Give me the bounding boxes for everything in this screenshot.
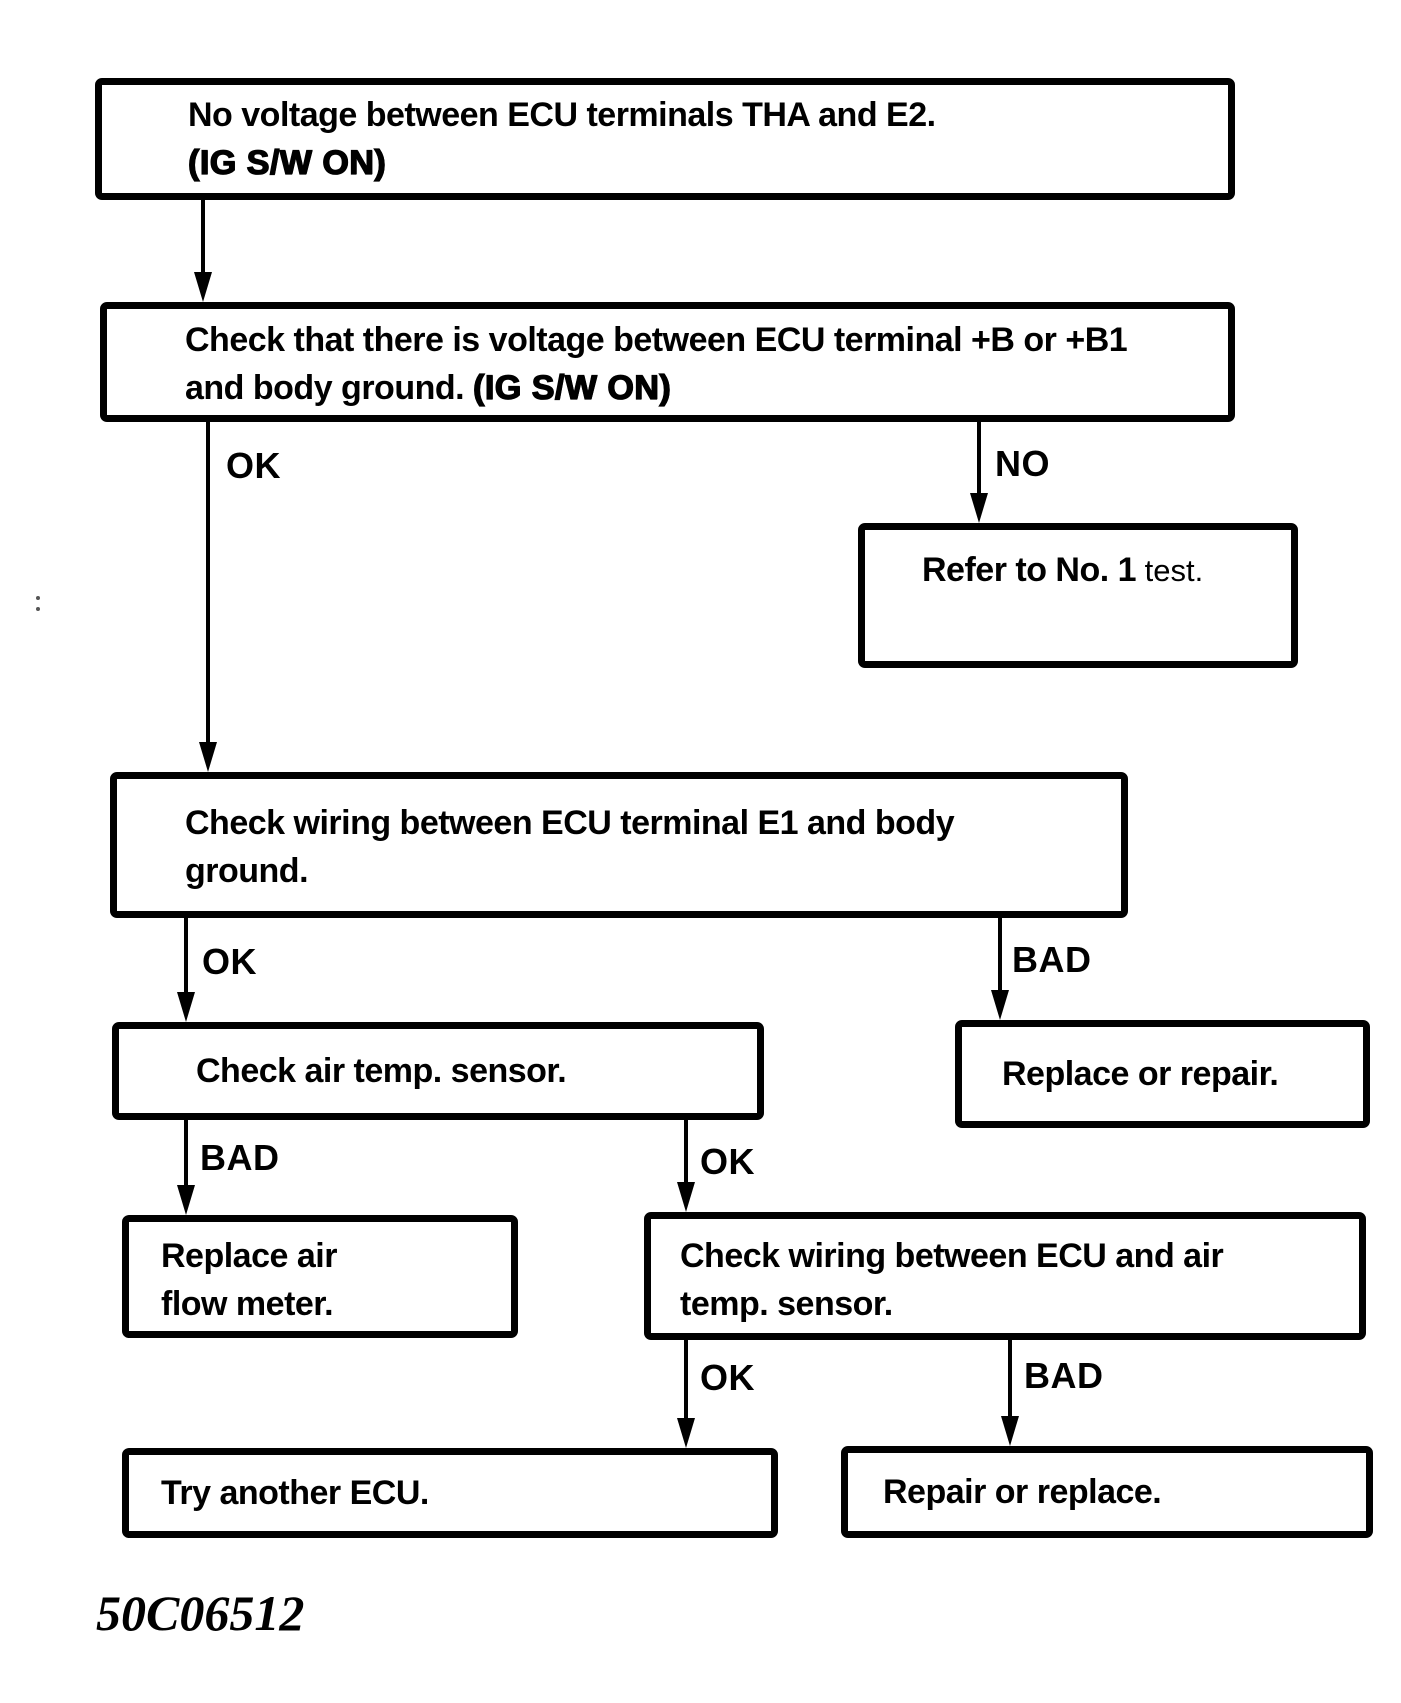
connector-line [977, 422, 981, 493]
flow-box-refer-test: Refer to No. 1 test. [858, 523, 1298, 668]
edge-label-ok: OK [700, 1141, 755, 1182]
arrow-down-icon [177, 992, 195, 1022]
flow-box-check-air-temp: Check air temp. sensor. [112, 1022, 764, 1120]
arrow-down-icon [1001, 1416, 1019, 1446]
flow-box-replace-air-flow-line1: Replace air [161, 1237, 337, 1275]
flow-box-try-another-ecu: Try another ECU. [122, 1448, 778, 1538]
edge-label-ok: OK [226, 445, 281, 486]
flow-box-check-wiring-e1-line1: Check wiring between ECU terminal E1 and… [185, 804, 955, 842]
flow-box-check-wiring-air: Check wiring between ECU and air temp. s… [644, 1212, 1366, 1340]
connector-line [184, 1120, 188, 1185]
flow-box-refer-test-text: Refer to No. 1 test. [922, 551, 1204, 589]
flow-box-replace-air-flow: Replace air flow meter. [122, 1215, 518, 1338]
connector-line [998, 918, 1002, 990]
connector-line [1008, 1340, 1012, 1416]
connector-line [684, 1340, 688, 1418]
flow-box-replace-or-repair-line1: Replace or repair. [1002, 1055, 1279, 1093]
edge-label-bad: BAD [1024, 1355, 1104, 1396]
arrow-down-icon [970, 493, 988, 523]
flow-box-check-voltage-line1: Check that there is voltage between ECU … [185, 321, 1128, 359]
connector-line [201, 200, 205, 274]
edge-label-no: NO [995, 443, 1050, 484]
arrow-down-icon [991, 990, 1009, 1020]
flow-box-no-voltage: No voltage between ECU terminals THA and… [95, 78, 1235, 200]
edge-label-ok: OK [700, 1357, 755, 1398]
arrow-down-icon [677, 1182, 695, 1212]
arrow-down-icon [677, 1418, 695, 1448]
flow-box-replace-air-flow-line2: flow meter. [161, 1285, 334, 1323]
flow-box-repair-or-replace-line1: Repair or replace. [883, 1473, 1162, 1511]
flow-box-try-another-ecu-line1: Try another ECU. [161, 1474, 429, 1512]
flow-box-check-voltage-line2: and body ground. (IG S/W ON) [185, 368, 672, 407]
arrow-down-icon [199, 742, 217, 772]
connector-line [184, 918, 188, 992]
edge-label-bad: BAD [1012, 939, 1092, 980]
edge-label-ok: OK [202, 941, 257, 982]
flow-box-repair-or-replace: Repair or replace. [841, 1446, 1373, 1538]
figure-code: 50C06512 [96, 1585, 305, 1641]
arrow-down-icon [194, 272, 212, 302]
flow-box-check-wiring-e1: Check wiring between ECU terminal E1 and… [110, 772, 1128, 918]
flow-box-check-voltage: Check that there is voltage between ECU … [100, 302, 1235, 422]
connector-line [684, 1120, 688, 1182]
flow-box-check-wiring-e1-line2: ground. [185, 852, 309, 890]
flow-box-replace-or-repair: Replace or repair. [955, 1020, 1370, 1128]
edge-label-bad: BAD [200, 1137, 280, 1178]
arrow-down-icon [177, 1185, 195, 1215]
scan-artifact [36, 596, 40, 600]
flow-box-no-voltage-line2: (IG S/W ON) [187, 143, 387, 182]
flow-box-check-air-temp-line1: Check air temp. sensor. [196, 1052, 567, 1090]
flow-box-check-wiring-air-line2: temp. sensor. [680, 1285, 893, 1323]
connector-line [206, 422, 210, 744]
flow-box-no-voltage-line1: No voltage between ECU terminals THA and… [188, 96, 936, 134]
flow-box-check-wiring-air-line1: Check wiring between ECU and air [680, 1237, 1224, 1275]
